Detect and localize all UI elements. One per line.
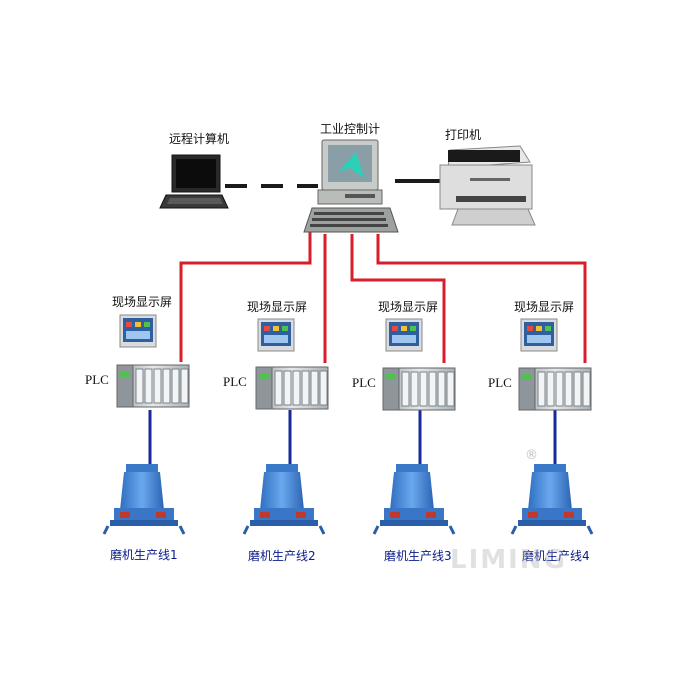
plc-label-1: PLC [85,372,109,387]
plc-rack-icon-2 [255,366,329,410]
line-label-2: 磨机生产线2 [248,549,316,563]
mill-icon-3 [372,464,456,535]
remote-computer-label: 远程计算机 [169,132,230,146]
display-label-3: 现场显示屏 [378,300,439,314]
display-icon-4 [520,318,558,352]
plc-label-2: PLC [223,374,247,389]
network-line-1 [179,232,312,362]
signal-lines [148,410,557,468]
line-label-4: 磨机生产线4 [522,549,590,563]
industrial-computer-label: 工业控制计 [320,122,381,136]
display-label-4: 现场显示屏 [514,300,575,314]
plc-rack-icon-3 [382,367,456,411]
display-icon-1 [119,314,157,348]
plc-label-4: PLC [488,375,512,390]
watermark: LIMING [450,545,567,575]
mill-icon-1 [102,464,186,535]
network-line-3 [350,234,446,363]
mill-icon-2 [242,464,326,535]
registered-mark: ® [525,448,538,463]
plc-rack-icon-4 [518,367,592,411]
network-lines [179,232,587,363]
laptop-icon [159,154,229,209]
plc-rack-icon-1 [116,364,190,408]
printer-label: 打印机 [445,128,482,142]
mill-icon-4 [510,464,594,535]
industrial-computer-icon [303,139,399,233]
plc-label-3: PLC [352,375,376,390]
network-line-4 [376,234,587,363]
printer-icon [439,145,536,226]
line-label-1: 磨机生产线1 [110,548,178,562]
display-label-1: 现场显示屏 [112,295,173,309]
display-label-2: 现场显示屏 [247,300,308,314]
display-icon-3 [385,318,423,352]
line-label-3: 磨机生产线3 [384,549,452,563]
display-icon-2 [257,318,295,352]
